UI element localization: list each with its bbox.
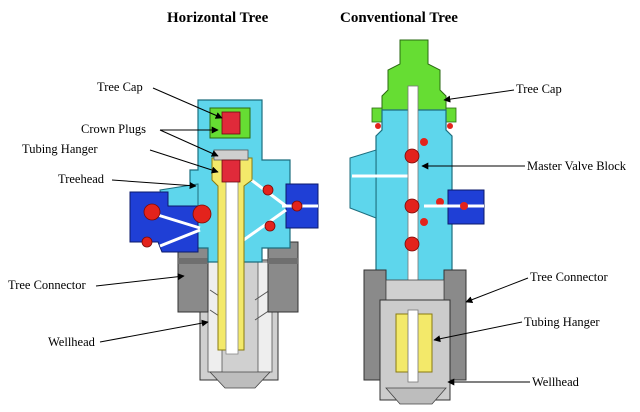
label-conventional-wellhead: Wellhead [532,375,579,389]
label-treehead: Treehead [58,172,105,186]
label-conventional-tree-connector: Tree Connector [530,270,608,284]
conventional-tree [349,39,485,405]
horizontal-crown-plugs [209,107,251,183]
conventional-wing-valve [424,189,485,225]
horizontal-tree-title: Horizontal Tree [167,10,269,26]
label-horizontal-tree-connector: Tree Connector [8,278,86,292]
label-horizontal-tree-cap: Tree Cap [97,80,143,94]
label-conventional-tubing-hanger: Tubing Hanger [524,315,600,329]
horizontal-tree [129,99,319,389]
horizontal-tubing-hanger [211,157,253,355]
label-master-valve-block: Master Valve Block [527,159,627,173]
label-conventional-tree-cap: Tree Cap [516,82,562,96]
horizontal-right-valve-block [282,183,319,229]
leader-lines [95,87,530,386]
label-horizontal-wellhead: Wellhead [48,335,95,349]
horizontal-left-valve-block [129,191,201,253]
label-crown-plugs: Crown Plugs [81,122,146,136]
conventional-tubing-hanger [395,309,433,383]
conventional-tree-title: Conventional Tree [340,10,458,26]
conventional-master-valve-block [349,85,453,387]
label-horizontal-tubing-hanger: Tubing Hanger [22,142,98,156]
